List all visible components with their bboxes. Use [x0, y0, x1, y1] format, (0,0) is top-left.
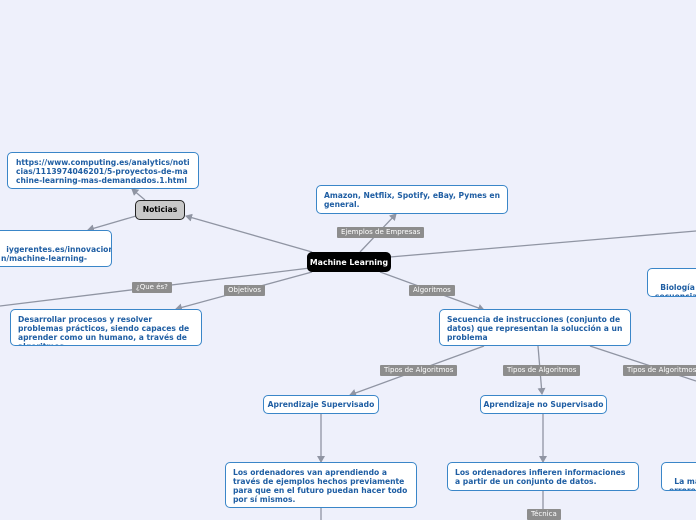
- secuencia-node[interactable]: Secuencia de instrucciones (conjunto de …: [439, 309, 631, 346]
- link-center-noticias: [185, 213, 313, 253]
- no-supervisado-label: Aprendizaje no Supervisado: [483, 400, 604, 409]
- desarrollar-node[interactable]: Desarrollar procesos y resolver problema…: [10, 309, 202, 346]
- central-topic-label: Machine Learning: [309, 258, 389, 267]
- biologia-text: Biología Co secuencias: [655, 283, 696, 297]
- gerentes-link-node[interactable]: iygerentes.es/innovacion/ n/machine-lear…: [0, 230, 112, 267]
- gerentes-link-text: iygerentes.es/innovacion/ n/machine-lear…: [1, 245, 112, 263]
- biologia-node[interactable]: Biología Co secuencias: [647, 268, 696, 297]
- tag-algoritmos: Algoritmos: [409, 285, 455, 296]
- right-partial-text: La mac errores: [669, 477, 696, 491]
- link-noticias-gerentes: [87, 215, 137, 233]
- ordenadores-infieren-text: Los ordenadores infieren informaciones a…: [455, 468, 626, 486]
- supervisado-node[interactable]: Aprendizaje Supervisado: [263, 395, 379, 414]
- tag-tecnica: Técnica: [527, 509, 561, 520]
- tag-tipos-algoritmos-3: Tipos de Algoritmos: [623, 365, 696, 376]
- tag-ejemplos-empresas: Ejemplos de Empresas: [337, 227, 425, 238]
- supervisado-label: Aprendizaje Supervisado: [267, 400, 375, 409]
- link-center-right: [389, 230, 696, 258]
- computing-link-text: https://www.computing.es/analytics/notic…: [16, 158, 190, 185]
- amazon-node[interactable]: Amazon, Netflix, Spotify, eBay, Pymes en…: [316, 185, 508, 214]
- ordenadores-infieren-node[interactable]: Los ordenadores infieren informaciones a…: [447, 462, 639, 491]
- desarrollar-text: Desarrollar procesos y resolver problema…: [18, 315, 190, 345]
- tag-que-es: ¿Que és?: [132, 282, 172, 293]
- ordenadores-ejemplos-node[interactable]: Los ordenadores van aprendiendo a través…: [225, 462, 417, 508]
- tag-tipos-algoritmos-1: Tipos de Algoritmos: [380, 365, 458, 376]
- tag-objetivos: Objetivos: [224, 285, 265, 296]
- secuencia-text: Secuencia de instrucciones (conjunto de …: [447, 315, 623, 342]
- ordenadores-ejemplos-text: Los ordenadores van aprendiendo a través…: [233, 468, 408, 504]
- right-partial-node[interactable]: La mac errores: [661, 462, 696, 491]
- link-noticias-computing: [131, 188, 146, 201]
- noticias-label: Noticias: [142, 205, 178, 214]
- central-topic-node[interactable]: Machine Learning: [307, 252, 391, 272]
- tag-tipos-algoritmos-2: Tipos de Algoritmos: [503, 365, 581, 376]
- no-supervisado-node[interactable]: Aprendizaje no Supervisado: [480, 395, 607, 414]
- amazon-text: Amazon, Netflix, Spotify, eBay, Pymes en…: [324, 191, 500, 209]
- computing-link-node[interactable]: https://www.computing.es/analytics/notic…: [7, 152, 199, 189]
- noticias-node[interactable]: Noticias: [135, 200, 185, 220]
